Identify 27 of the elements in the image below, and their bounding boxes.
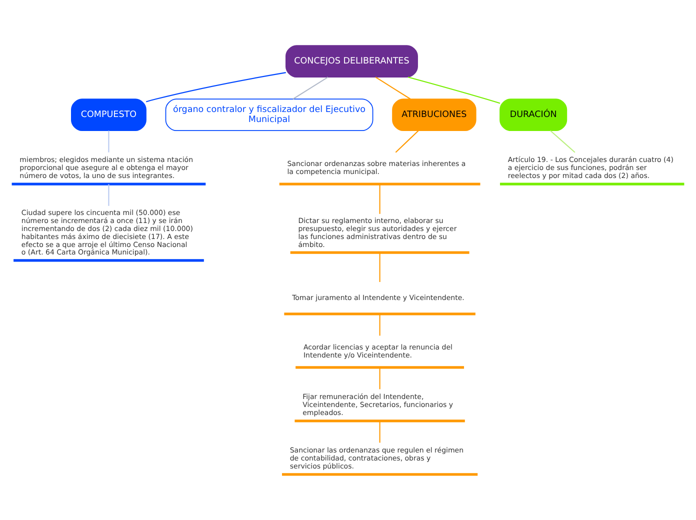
node-text: Tomar juramento al Intendente y Viceintendente. bbox=[292, 292, 464, 302]
node-text: Sancionar ordenanzas sobre materias inherentes a la competencia municipal. bbox=[287, 159, 466, 176]
connector bbox=[292, 76, 328, 100]
node-text: Dictar su reglamento interno, elaborar su presupuesto, elegir sus autoridades y ejercer las funciones administrativas dentro de su ámbito. bbox=[298, 216, 457, 249]
connector bbox=[146, 72, 286, 102]
node-box: COMPUESTO bbox=[71, 98, 146, 132]
connector bbox=[395, 130, 419, 153]
connector bbox=[375, 76, 411, 100]
connector bbox=[108, 184, 110, 206]
node-box: DURACIÓN bbox=[500, 98, 568, 132]
connector bbox=[408, 76, 500, 104]
connector bbox=[379, 421, 380, 443]
connector bbox=[379, 252, 380, 282]
connector bbox=[550, 130, 576, 153]
node-box: CONCEJOS DELIBERANTES bbox=[286, 45, 418, 78]
connector bbox=[108, 130, 110, 152]
node-text: Artículo 19. - Los Concejales durarán cuatro (4) a ejercicio de sus funciones, podrán ser reelectos y por mitad cada dos (2) años. bbox=[508, 155, 674, 180]
node-box: ATRIBUCIONES bbox=[392, 98, 476, 132]
node-text: Ciudad supere los cincuenta mil (50.000) ese número se incrementará a once (11) y se irán incrementando de dos (2) cada diez mil (10.000) habitantes más áximo de diecisiete (17). A este efecto se a que arroje el último Censo Nacional o (Art. 64 Carta Orgánica Municipal). bbox=[21, 208, 193, 257]
node-text: Acordar licencias y aceptar la renuncia del Intendente y/o Viceintendente. bbox=[303, 342, 453, 360]
connector bbox=[379, 184, 380, 214]
node-box: órgano contralor y fiscalizador del Ejecutivo Municipal bbox=[165, 98, 374, 132]
node-text: Fijar remuneración del Intendente, Viceintendente, Secretarios, funcionarios y empleados. bbox=[302, 392, 454, 417]
connector bbox=[379, 314, 380, 336]
node-text: miembros; elegidos mediante un sistema ntación proporcional que asegure al e obtenga el mayor número de votos, la uno de sus integrantes. bbox=[20, 155, 194, 180]
node-text: Sancionar las ordenanzas que regulen el régimen de contabilidad, contrataciones, obras y servicios públicos. bbox=[290, 445, 464, 470]
connector bbox=[379, 368, 380, 390]
